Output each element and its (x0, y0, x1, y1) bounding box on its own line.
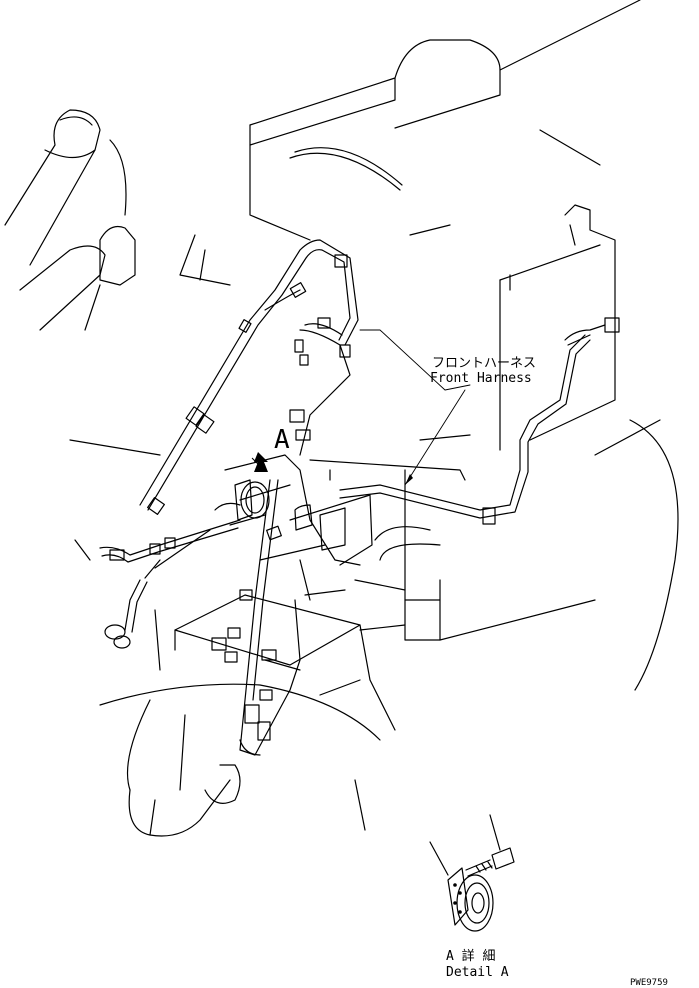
front-harness-leader (359, 329, 471, 486)
seat-back-outline (499, 204, 679, 691)
wiring-harness (99, 239, 620, 756)
control-lever-outline (4, 109, 136, 331)
cab-outline (179, 0, 641, 286)
detail-callout-letter: A (274, 425, 290, 455)
horn-icon (214, 479, 270, 521)
drawing-number: PWE9759 (630, 978, 668, 988)
side-console-outline (309, 434, 596, 641)
detail-arrow-icon (251, 452, 268, 472)
detail-a-label-en: Detail A (446, 965, 509, 980)
detail-a-label-jp: A 詳 細 (446, 948, 495, 964)
front-harness-label-en: Front Harness (430, 371, 532, 386)
front-harness-label-jp: フロントハーネス (432, 356, 536, 371)
detail-a-horn-icon (429, 814, 515, 932)
floor-and-pedal-outline (69, 439, 396, 837)
column-bracket (224, 454, 373, 601)
